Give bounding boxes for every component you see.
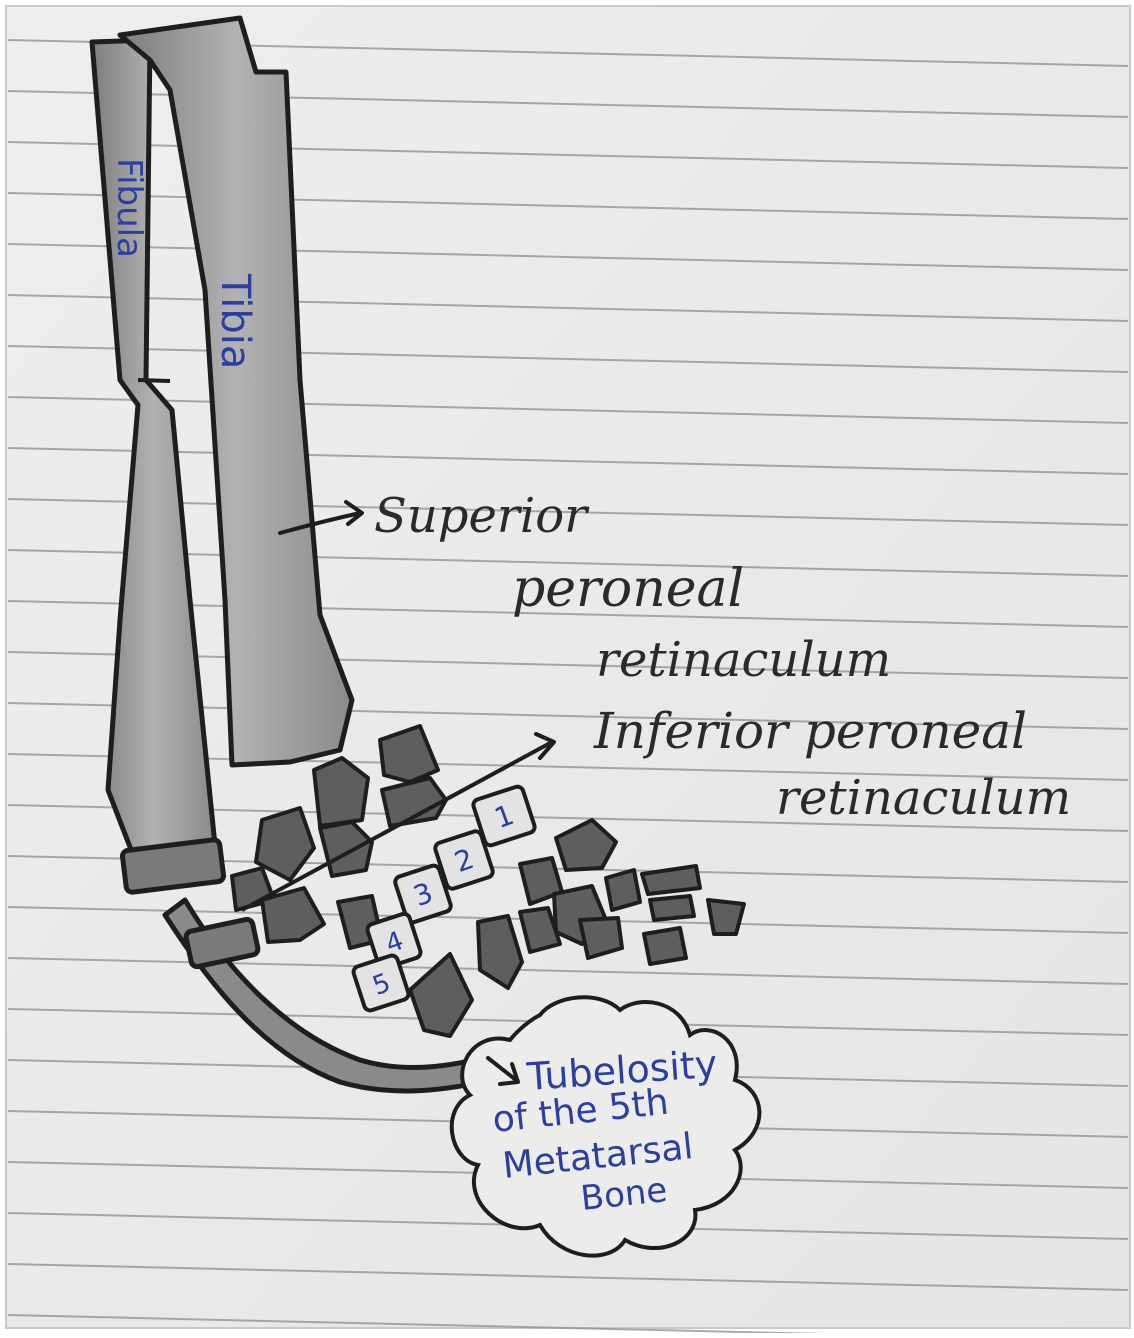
superior-label-line1: Superior — [374, 488, 590, 544]
fibula-label: Fibula — [109, 158, 149, 258]
tarsal-bone — [606, 870, 640, 910]
tarsal-bone — [644, 928, 686, 964]
superior-label-line3: retinaculum — [596, 632, 891, 688]
tarsal-bone — [708, 900, 744, 934]
inferior-label-line2: retinaculum — [776, 770, 1071, 826]
tarsal-bone — [650, 896, 694, 920]
tibia-label: Tibia — [212, 273, 258, 369]
superior-peroneal-retinaculum-band — [122, 839, 224, 893]
inferior-label-line1: Inferior peroneal — [593, 702, 1027, 760]
fibula-shaft-joint — [138, 380, 170, 381]
superior-label-line2: peroneal — [512, 559, 744, 619]
